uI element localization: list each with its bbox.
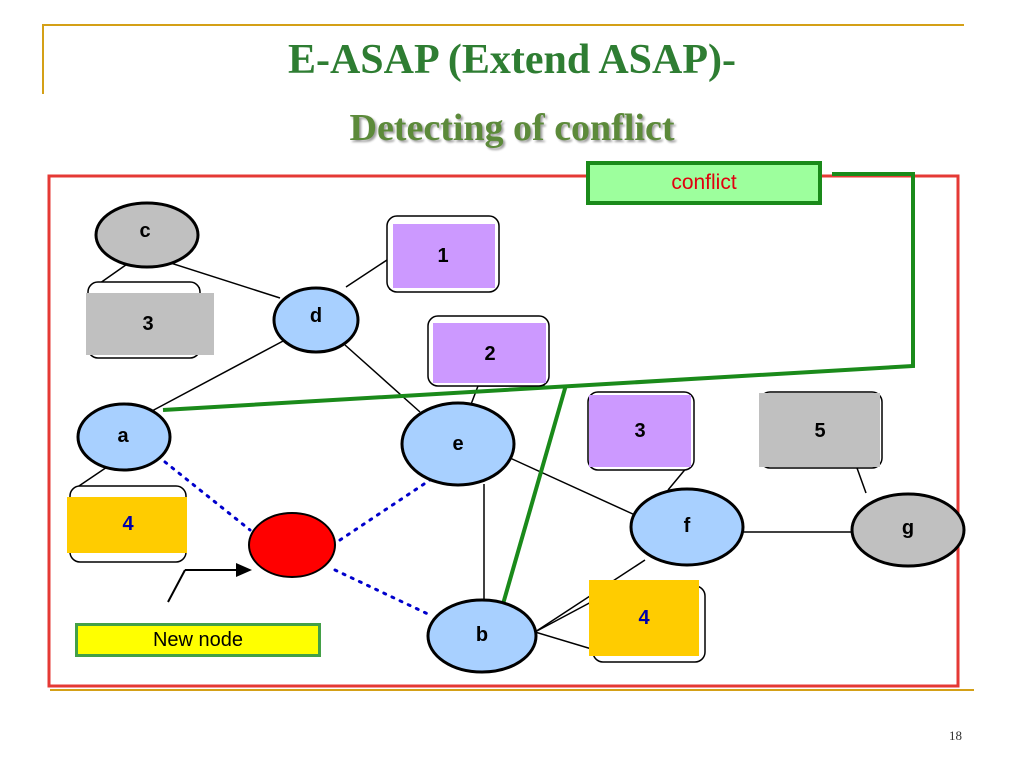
new-link-b: [333, 568, 432, 617]
slide-subtitle: Detecting of conflict: [349, 107, 675, 149]
node-a: [76, 402, 172, 472]
node-c-label: c: [139, 220, 150, 242]
edge-d-e: [344, 344, 421, 413]
callout-g: [759, 393, 880, 467]
new-node: [248, 512, 336, 578]
slide-frame-left-rule: [42, 24, 44, 94]
edge-b-callout-top: [534, 599, 596, 633]
callout-a: [67, 497, 187, 553]
node-e-label: e: [452, 433, 463, 455]
callout-pointer-d: [345, 256, 391, 290]
slide-title: E-ASAP (Extend ASAP)-: [287, 37, 737, 83]
pointer-arrowhead-icon: [236, 563, 252, 577]
callout-g-value: 5: [814, 420, 825, 442]
conflict-line-branch: [501, 384, 568, 605]
edge-d-a: [149, 339, 286, 413]
edge-b-callout-bottom: [534, 631, 596, 651]
callout-d: [393, 224, 495, 288]
node-d: [272, 286, 360, 354]
edge-e-f: [509, 457, 636, 516]
node-f: [629, 487, 745, 567]
node-e: [400, 401, 516, 487]
callout-e-value: 2: [484, 343, 495, 365]
node-b-label: b: [476, 624, 488, 646]
callout-c: [86, 293, 214, 355]
conflict-label: conflict: [586, 161, 822, 205]
node-a-label: a: [117, 425, 129, 447]
callout-b: [589, 580, 699, 656]
pointer-line: [167, 569, 186, 603]
new-link-a: [163, 460, 252, 532]
node-c: [94, 201, 200, 269]
node-g-label: g: [902, 517, 914, 539]
callout-e: [433, 323, 546, 383]
node-d-label: d: [310, 305, 322, 327]
callout-pointer-g: [856, 467, 867, 494]
callout-f-value: 3: [634, 420, 645, 442]
node-g: [850, 492, 966, 568]
new-link-e: [338, 478, 432, 542]
callout-d-value: 1: [437, 245, 448, 267]
callout-c-value: 3: [142, 313, 153, 335]
callout-a-value: 4: [122, 513, 134, 535]
conflict-line: [162, 172, 915, 412]
callout-f: [589, 395, 691, 467]
node-b: [426, 598, 538, 674]
new-node-label: New node: [75, 623, 321, 657]
node-f-label: f: [684, 515, 691, 537]
diagram-frame: [47, 174, 960, 688]
page-number: 18: [949, 728, 962, 743]
callout-b-value: 4: [638, 607, 650, 629]
footer-rule: [50, 689, 974, 691]
slide-frame-top-rule: [42, 24, 964, 26]
